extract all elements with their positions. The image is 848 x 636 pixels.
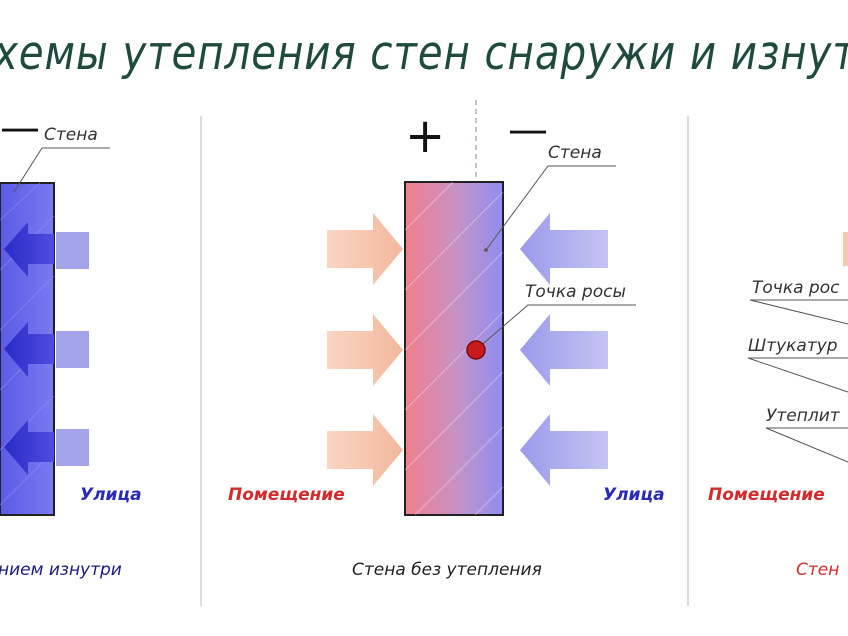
center-wall-label: Стена: [548, 143, 602, 163]
center-wall-leader-dot: [484, 248, 488, 252]
center-wall-leader: [485, 165, 616, 251]
center-dew-point-marker: [466, 340, 486, 360]
center-inside-label: Помещение: [228, 485, 345, 505]
left-cold-arrow-tail-3: [56, 429, 89, 466]
right-insulation-label: Утеплит: [766, 406, 841, 426]
right-dew-leader-diag: [749, 299, 848, 325]
center-dew-leader: [476, 304, 636, 350]
center-outside-label: Улица: [603, 485, 665, 505]
right-plaster-leader-diag: [747, 357, 848, 393]
left-panel: — Стена Улица нием изнутри: [0, 105, 142, 580]
right-panel: Точка рос Штукатур Утеплит Помещение Сте…: [708, 232, 848, 580]
center-cold-arrow-1: [520, 213, 608, 285]
center-minus-sign: —: [508, 107, 548, 153]
center-wall-hatch: [404, 181, 504, 516]
left-dark-arrow-3: [4, 420, 54, 475]
left-dark-arrow-2: [4, 322, 54, 377]
center-dew-point-label: Точка росы: [525, 282, 626, 302]
page-title: хемы утепления стен снаружи и изнутр: [0, 26, 848, 81]
right-caption: Стен: [796, 560, 839, 580]
center-plus-sign: +: [405, 108, 445, 164]
right-arrow-fragment: [843, 232, 848, 266]
left-wall-label: Стена: [44, 125, 98, 145]
left-cold-arrow-tail-1: [56, 232, 89, 269]
right-plaster-label: Штукатур: [748, 336, 838, 356]
left-minus-sign: —: [0, 105, 40, 151]
left-outside-label: Улица: [80, 485, 142, 505]
right-dew-point-label: Точка рос: [752, 278, 840, 298]
center-panel: + — Стена Точка росы Помещение Улица Сте…: [228, 100, 665, 580]
center-wall: [404, 181, 504, 516]
right-inside-label: Помещение: [708, 485, 825, 505]
center-warm-arrow-2: [327, 314, 403, 386]
center-caption: Стена без утепления: [352, 560, 542, 580]
left-wall-leader: [13, 147, 110, 193]
center-cold-arrow-2: [520, 314, 608, 386]
left-cold-arrow-tail-2: [56, 331, 89, 368]
left-dark-arrow-1: [4, 222, 54, 277]
center-cold-arrow-3: [520, 414, 608, 486]
center-warm-arrow-1: [327, 213, 403, 285]
right-insulation-leader-diag: [765, 427, 848, 463]
left-caption: нием изнутри: [0, 560, 122, 580]
center-warm-arrow-3: [327, 414, 403, 486]
